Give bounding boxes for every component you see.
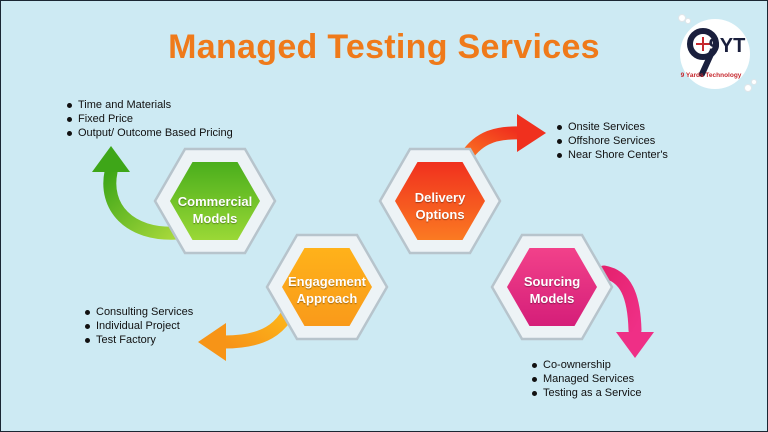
list-item: Consulting Services <box>84 305 193 319</box>
list-item: Individual Project <box>84 319 193 333</box>
list-item: Test Factory <box>84 333 193 347</box>
list-item: Co-ownership <box>531 358 641 372</box>
commercial-label-line1: Commercial <box>177 194 253 209</box>
list-item: Output/ Outcome Based Pricing <box>66 126 233 140</box>
list-item: Fixed Price <box>66 112 233 126</box>
commercial-bullet-list: Time and Materials Fixed Price Output/ O… <box>66 98 233 140</box>
delivery-label-line1: Delivery <box>414 190 466 205</box>
engagement-approach-hexagon <box>265 233 389 341</box>
delivery-options-label: Delivery Options <box>385 189 495 223</box>
list-item: Time and Materials <box>66 98 233 112</box>
list-item: Testing as a Service <box>531 386 641 400</box>
logo-mark: 9YT <box>709 35 746 57</box>
sourcing-bullet-list: Co-ownership Managed Services Testing as… <box>531 358 641 400</box>
delivery-bullet-list: Onsite Services Offshore Services Near S… <box>556 120 668 162</box>
sourcing-models-hexagon <box>490 233 614 341</box>
delivery-options-hexagon <box>378 147 502 255</box>
engagement-label-line1: Engagement <box>287 274 366 289</box>
list-item: Onsite Services <box>556 120 668 134</box>
sourcing-label-line2: Models <box>529 291 575 306</box>
list-item: Near Shore Center's <box>556 148 668 162</box>
logo-company-name: 9 Yards Technology <box>680 72 742 79</box>
list-item: Offshore Services <box>556 134 668 148</box>
delivery-label-line2: Options <box>415 207 465 222</box>
company-logo: 9YT <box>678 14 757 92</box>
sourcing-label-line1: Sourcing <box>523 274 581 289</box>
commercial-models-hexagon <box>153 147 277 255</box>
delivery-arrow <box>457 114 546 167</box>
commercial-label-line2: Models <box>192 211 238 226</box>
commercial-models-label: Commercial Models <box>160 193 270 227</box>
list-item: Managed Services <box>531 372 641 386</box>
engagement-bullet-list: Consulting Services Individual Project T… <box>84 305 193 347</box>
sourcing-models-label: Sourcing Models <box>497 273 607 307</box>
engagement-label-line2: Approach <box>296 291 358 306</box>
sourcing-arrow <box>597 265 654 358</box>
commercial-arrow <box>92 146 185 240</box>
engagement-approach-label: Engagement Approach <box>272 273 382 307</box>
page-title: Managed Testing Services <box>168 28 600 66</box>
